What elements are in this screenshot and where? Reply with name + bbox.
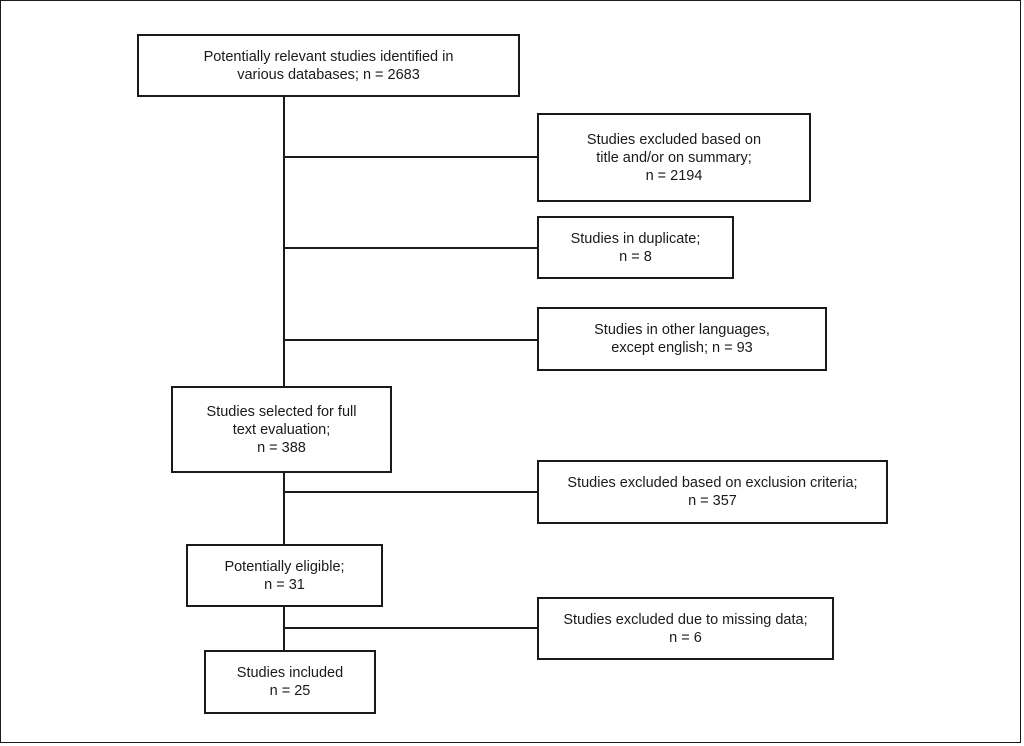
duplicate-line-1: Studies in duplicate;: [570, 230, 701, 247]
excluded-title-line-3: n = 2194: [645, 167, 703, 184]
full-text-line-2: text evaluation;: [232, 421, 331, 438]
included-line-1: Studies included: [236, 665, 344, 681]
excluded-criteria-box: Studies excluded based on exclusion crit…: [537, 460, 888, 524]
full-text-line-3: n = 388: [257, 439, 306, 456]
excluded-title-line-2: title and/or on summary;: [596, 149, 752, 166]
languages-line-2: except english; n = 93: [611, 340, 753, 356]
languages-line-1: Studies in other languages,: [594, 322, 770, 338]
included-line-2: n = 25: [269, 683, 311, 699]
full-text-box: Studies selected for full text evaluatio…: [171, 386, 392, 473]
full-text-line-1: Studies selected for full: [206, 403, 357, 420]
eligible-line-2: n = 31: [264, 576, 305, 593]
languages-box: Studies in other languages, except engli…: [537, 307, 827, 371]
excluded-title-line-1: Studies excluded based on: [586, 131, 762, 148]
missing-data-box: Studies excluded due to missing data; n …: [537, 597, 834, 660]
excluded-title-box: Studies excluded based on title and/or o…: [537, 113, 811, 202]
duplicate-box: Studies in duplicate; n = 8: [537, 216, 734, 279]
excluded-criteria-line-2: n = 357: [688, 493, 737, 509]
identified-box: Potentially relevant studies identified …: [137, 34, 520, 97]
included-box: Studies included n = 25: [204, 650, 376, 714]
identified-line-2: various databases; n = 2683: [237, 66, 420, 83]
missing-data-line-2: n = 6: [669, 629, 702, 646]
identified-line-1: Potentially relevant studies identified …: [203, 48, 454, 65]
eligible-line-1: Potentially eligible;: [224, 558, 345, 575]
duplicate-line-2: n = 8: [619, 248, 652, 265]
eligible-box: Potentially eligible; n = 31: [186, 544, 383, 607]
missing-data-line-1: Studies excluded due to missing data;: [563, 611, 808, 628]
excluded-criteria-line-1: Studies excluded based on exclusion crit…: [567, 475, 858, 491]
